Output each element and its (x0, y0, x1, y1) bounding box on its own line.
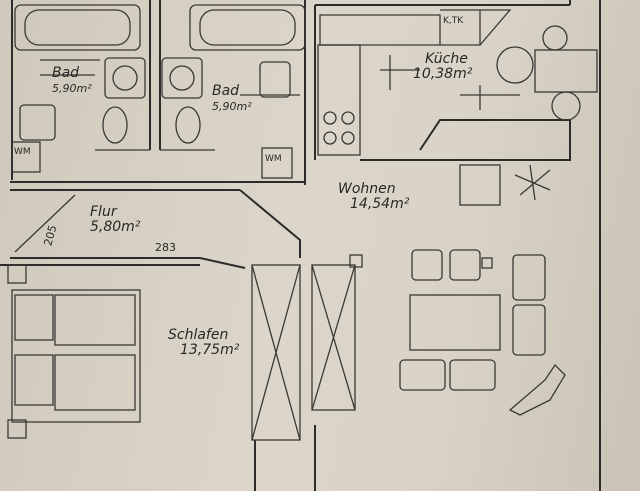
living-area: 14,54m² (350, 196, 410, 212)
living-name: Wohnen (338, 181, 396, 197)
living-furniture (349, 164, 566, 416)
fridge-freezer-label: K,TK (443, 16, 464, 26)
hall-dimension-length: 283 (155, 241, 176, 254)
hall-door-swing (14, 194, 76, 253)
wardrobe-left (251, 264, 301, 441)
bedroom-area: 13,75m² (180, 342, 240, 358)
bathtub-right (189, 4, 306, 51)
bath-right-name: Bad (212, 83, 240, 99)
kitchen-area: 10,38m² (413, 66, 473, 82)
walls (0, 0, 601, 491)
bath-left-name: Bad (52, 65, 80, 81)
bathtub-left (14, 4, 141, 51)
bath-right-area: 5,90m² (212, 100, 252, 113)
washer-right-label: WM (265, 154, 282, 164)
bed (7, 264, 141, 439)
bedroom-name: Schlafen (168, 327, 229, 343)
kitchen-furniture (317, 9, 598, 156)
bath-fixtures (11, 57, 300, 179)
bath-left-area: 5,90m² (52, 82, 92, 95)
hall-area: 5,80m² (90, 219, 141, 235)
wardrobe-right (311, 264, 356, 411)
hall-name: Flur (90, 204, 117, 220)
kitchen-name: Küche (425, 51, 468, 67)
washer-left-label: WM (14, 147, 31, 157)
